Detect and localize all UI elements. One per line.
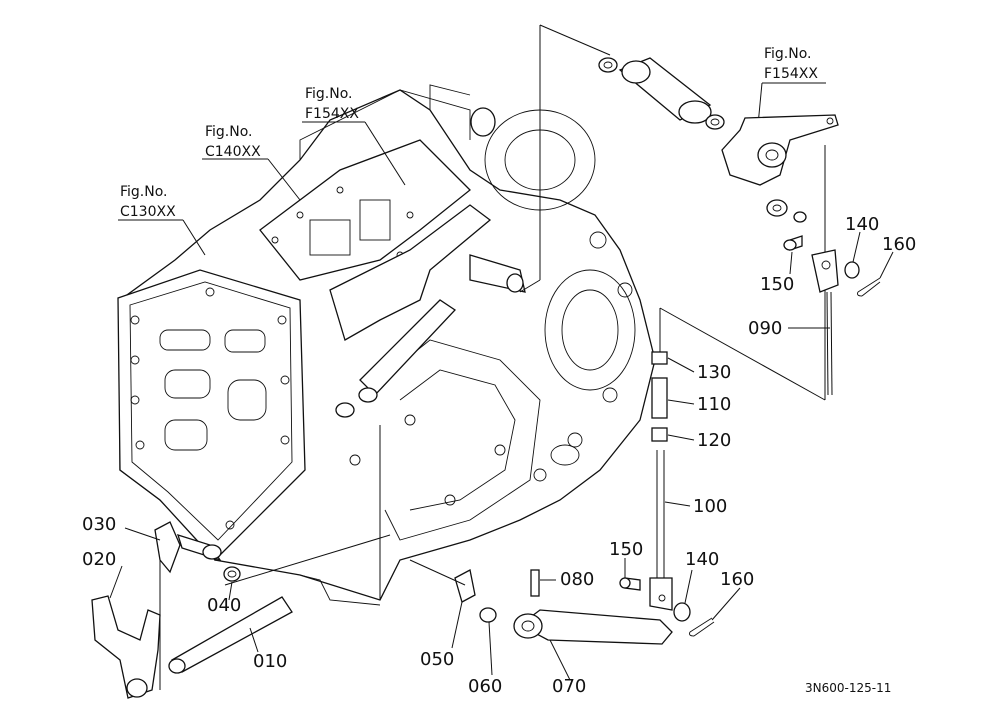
diagram-code: 3N600-125-11: [805, 681, 891, 695]
lever-070-assembly: [409, 559, 673, 645]
part-label-150a: 150: [760, 274, 794, 295]
fig-ref-3-line2: F154XX: [305, 106, 359, 122]
part-label-060: 060: [468, 676, 502, 697]
figure-reference-leaders: [118, 82, 826, 256]
fig-ref-1-line1: Fig.No.: [120, 184, 168, 200]
part-label-070: 070: [552, 676, 586, 697]
part-label-050: 050: [420, 649, 454, 670]
rod-090-assembly: [783, 235, 881, 396]
part-label-100: 100: [693, 496, 727, 517]
upper-shaft-assembly: [598, 57, 839, 223]
part-label-040: 040: [207, 595, 241, 616]
part-label-080: 080: [560, 569, 594, 590]
part-label-110: 110: [697, 394, 731, 415]
part-label-090: 090: [748, 318, 782, 339]
fig-ref-2-line1: Fig.No.: [205, 124, 253, 140]
part-label-130: 130: [697, 362, 731, 383]
part-label-150b: 150: [609, 539, 643, 560]
part-label-160b: 160: [720, 569, 754, 590]
part-label-020: 020: [82, 549, 116, 570]
part-label-160a: 160: [882, 234, 916, 255]
part-label-030: 030: [82, 514, 116, 535]
part-label-010: 010: [253, 651, 287, 672]
rod-100-assembly: [619, 351, 715, 637]
shift-fork-assembly: [91, 521, 293, 699]
figure-reference-labels: Fig.No. C130XX Fig.No. C140XX Fig.No. F1…: [120, 46, 818, 220]
part-number-labels: 030 020 040 010 050 060 070 080 150 140 …: [82, 214, 916, 697]
part-label-120: 120: [697, 430, 731, 451]
transmission-housing: [117, 84, 656, 606]
fig-ref-1-line2: C130XX: [120, 204, 176, 220]
part-label-140b: 140: [685, 549, 719, 570]
part-leader-lines: [109, 231, 894, 681]
fig-ref-4-line1: Fig.No.: [764, 46, 812, 62]
part-label-140a: 140: [845, 214, 879, 235]
fig-ref-3-line1: Fig.No.: [305, 86, 353, 102]
fig-ref-2-line2: C140XX: [205, 144, 261, 160]
fig-ref-4-line2: F154XX: [764, 66, 818, 82]
